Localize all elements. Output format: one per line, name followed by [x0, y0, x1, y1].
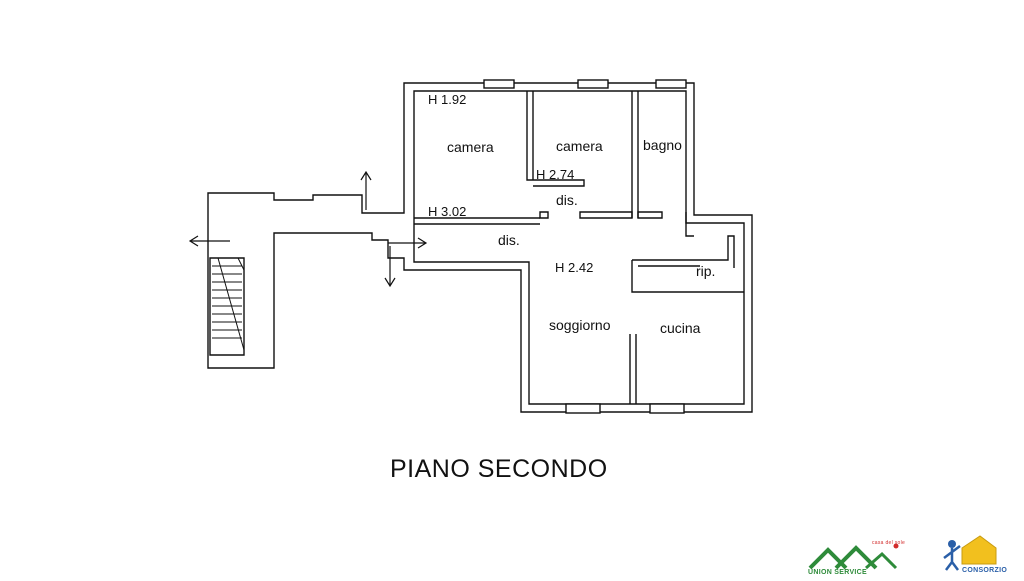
room-label-bagno: bagno — [643, 137, 682, 153]
stair-outline — [209, 257, 245, 356]
house-roof-icon — [808, 543, 899, 570]
direction-arrows — [188, 170, 428, 288]
arrow-left-icon — [188, 235, 230, 247]
height-label: H 2.42 — [555, 260, 593, 275]
room-label-camera-mid: camera — [556, 138, 603, 154]
union-service-tagline: casa del sole — [872, 540, 906, 546]
room-label-dis-upper: dis. — [556, 192, 578, 208]
wall-ripostiglio — [631, 235, 744, 293]
wall-upper-rooms — [539, 211, 694, 237]
window — [577, 79, 609, 89]
room-label-dis-lower: dis. — [498, 232, 520, 248]
arrow-down-icon — [384, 246, 396, 288]
arrow-up-icon — [360, 170, 372, 210]
height-label: H 1.92 — [428, 92, 466, 107]
consorzio-logo: CONSORZIO — [934, 530, 1008, 576]
wall-soggiorno-cucina — [629, 334, 637, 404]
height-label: H 3.02 — [428, 204, 466, 219]
window — [483, 79, 515, 89]
window — [649, 403, 685, 414]
exterior-wall-inner — [413, 90, 745, 405]
room-label-soggiorno: soggiorno — [549, 317, 611, 333]
window — [565, 403, 601, 414]
corridor-wall — [414, 217, 540, 225]
height-label: H 2.74 — [536, 167, 574, 182]
room-label-camera-left: camera — [447, 139, 494, 155]
window — [655, 79, 687, 89]
wall-camera-camera — [526, 91, 585, 187]
arrow-right-icon — [388, 237, 428, 249]
plan-title: PIANO SECONDO — [390, 455, 608, 483]
room-label-rip: rip. — [696, 263, 715, 279]
wall-camera-bagno — [631, 91, 639, 218]
exterior-wall — [207, 82, 753, 413]
consorzio-text: CONSORZIO — [962, 567, 1008, 574]
consorzio-house-icon — [943, 535, 997, 571]
room-label-cucina: cucina — [660, 320, 701, 336]
windows — [483, 79, 687, 414]
stair-treads — [212, 257, 245, 351]
union-service-text: UNION SERVICE — [808, 569, 868, 576]
union-service-logo: casa del sole UNION SERVICE — [806, 538, 916, 576]
